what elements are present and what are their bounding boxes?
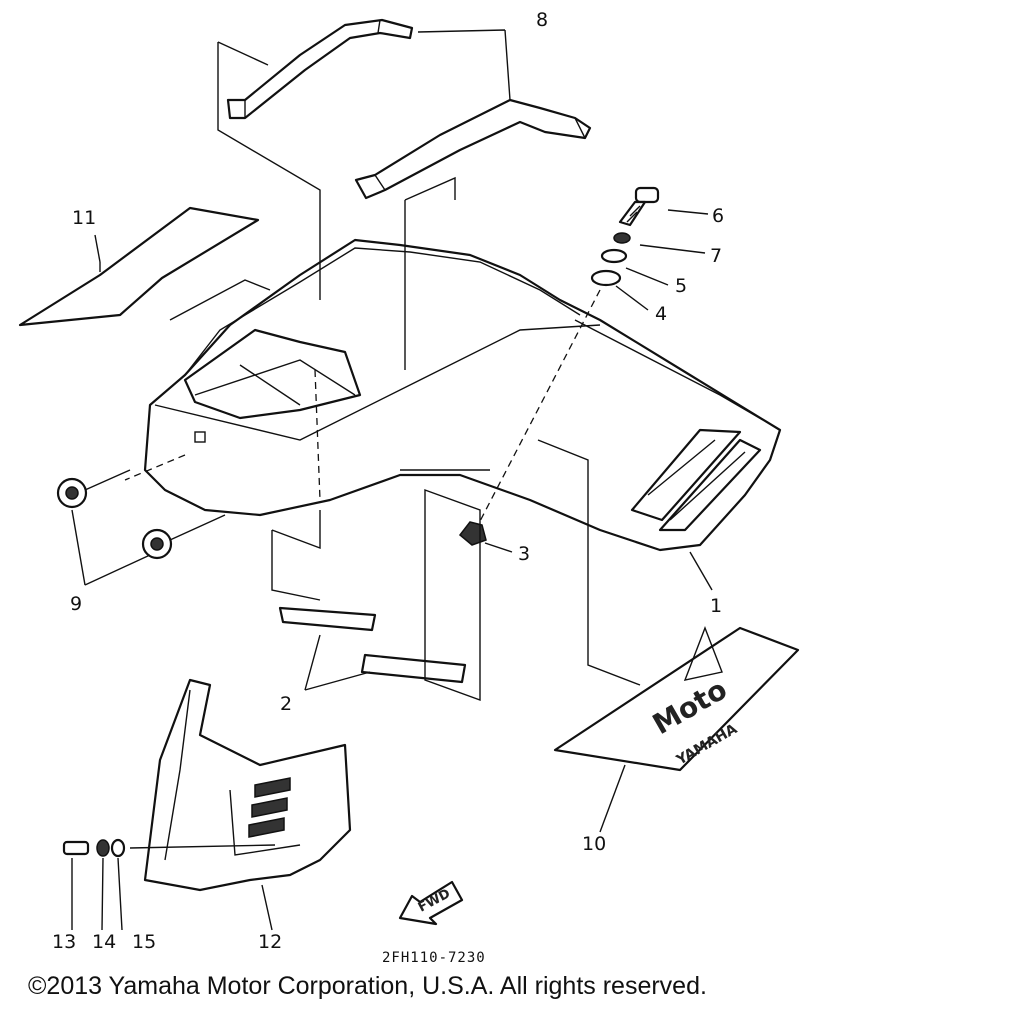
part-label-9: 9	[70, 593, 82, 615]
part-label-6: 6	[712, 205, 724, 227]
part-label-3: 3	[518, 543, 530, 565]
part-label-7: 7	[710, 245, 722, 267]
trim-rail-right	[354, 98, 592, 200]
bolt-washer-stack	[590, 186, 660, 287]
trim-rail-upper-left	[226, 18, 414, 120]
rear-fender-body	[143, 238, 782, 552]
part-label-2: 2	[280, 693, 292, 715]
forward-direction-arrow: FWD	[398, 880, 464, 926]
part-label-10: 10	[582, 833, 606, 855]
grommet-lower	[141, 528, 173, 560]
callout-lines	[71, 29, 713, 931]
copyright-notice: ©2013 Yamaha Motor Corporation, U.S.A. A…	[28, 972, 707, 1000]
part-label-11: 11	[72, 207, 96, 229]
damper-upper	[278, 606, 377, 632]
screw-washer-set	[62, 838, 126, 858]
moto-decal: Moto YAMAHA	[553, 626, 800, 772]
part-label-14: 14	[92, 931, 116, 953]
seat-pad-sheet	[18, 206, 260, 327]
part-label-15: 15	[132, 931, 156, 953]
part-label-1: 1	[710, 595, 722, 617]
side-cover	[143, 678, 352, 892]
reference-lines	[84, 41, 641, 849]
clip	[458, 521, 487, 546]
damper-lower	[360, 653, 467, 684]
drawing-code: 2FH110-7230	[382, 950, 486, 966]
part-label-12: 12	[258, 931, 282, 953]
grommet-upper	[56, 477, 88, 509]
part-label-13: 13	[52, 931, 76, 953]
part-label-5: 5	[675, 275, 687, 297]
part-label-8: 8	[536, 9, 548, 31]
part-label-4: 4	[655, 303, 667, 325]
